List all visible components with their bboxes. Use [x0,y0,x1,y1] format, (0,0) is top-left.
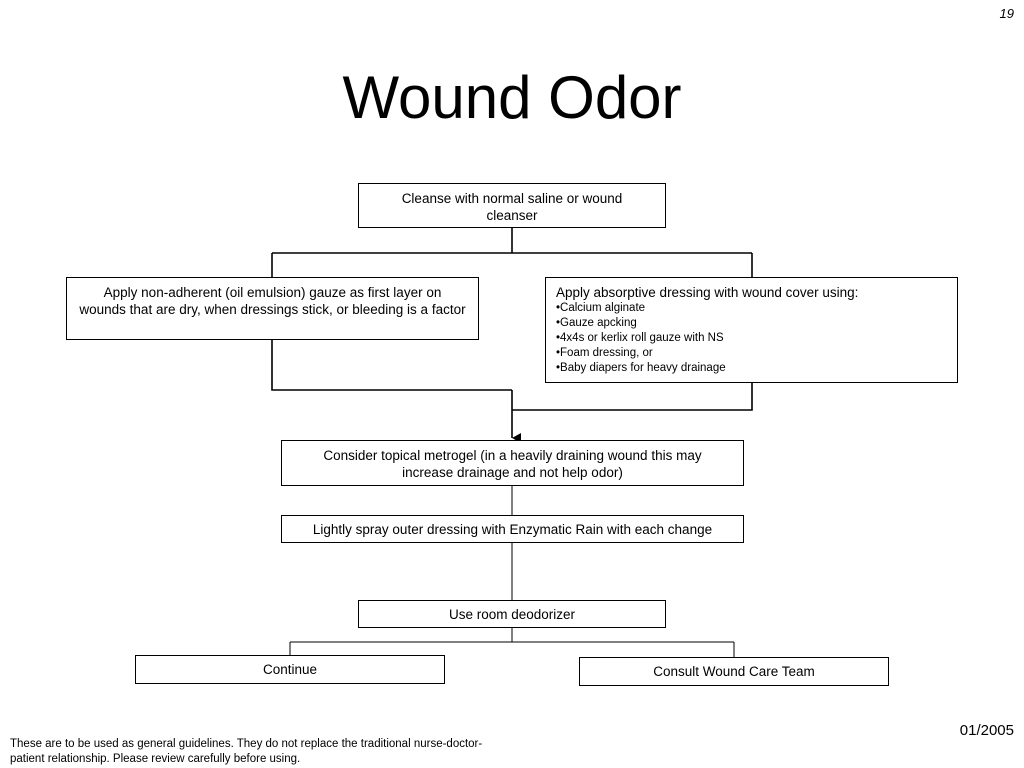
spray-box: Lightly spray outer dressing with Enzyma… [281,515,744,543]
list-item: Gauze apcking [556,316,947,331]
page-number: 19 [999,6,1014,21]
absorptive-list: Calcium alginate Gauze apcking 4x4s or k… [556,301,947,376]
connector-left-merge [271,340,512,391]
list-item: 4x4s or kerlix roll gauze with NS [556,331,947,346]
cleanse-box: Cleanse with normal saline or wound clea… [358,183,666,228]
absorptive-box: Apply absorptive dressing with wound cov… [545,277,958,383]
metrogel-box: Consider topical metrogel (in a heavily … [281,440,744,486]
metrogel-text: Consider topical metrogel (in a heavily … [323,448,702,480]
continue-box: Continue [135,655,445,684]
cleanse-text: Cleanse with normal saline or wound clea… [401,191,623,223]
non-adherent-box: Apply non-adherent (oil emulsion) gauze … [66,277,479,340]
continue-text: Continue [262,662,318,677]
consult-box: Consult Wound Care Team [579,657,889,686]
list-item: Baby diapers for heavy drainage [556,361,947,376]
deodorizer-box: Use room deodorizer [358,600,666,628]
footer-date: 01/2005 [959,722,1014,739]
slide-title: Wound Odor [342,64,682,131]
connector-right-merge [512,382,753,411]
footer-note: These are to be used as general guidelin… [10,738,483,765]
list-item: Calcium alginate [556,301,947,316]
absorptive-heading: Apply absorptive dressing with wound cov… [556,285,859,300]
consult-text: Consult Wound Care Team [653,664,815,679]
list-item: Foam dressing, or [556,346,947,361]
non-adherent-text: Apply non-adherent (oil emulsion) gauze … [79,285,466,317]
deodorizer-text: Use room deodorizer [448,607,576,622]
spray-text: Lightly spray outer dressing with Enzyma… [312,522,713,537]
